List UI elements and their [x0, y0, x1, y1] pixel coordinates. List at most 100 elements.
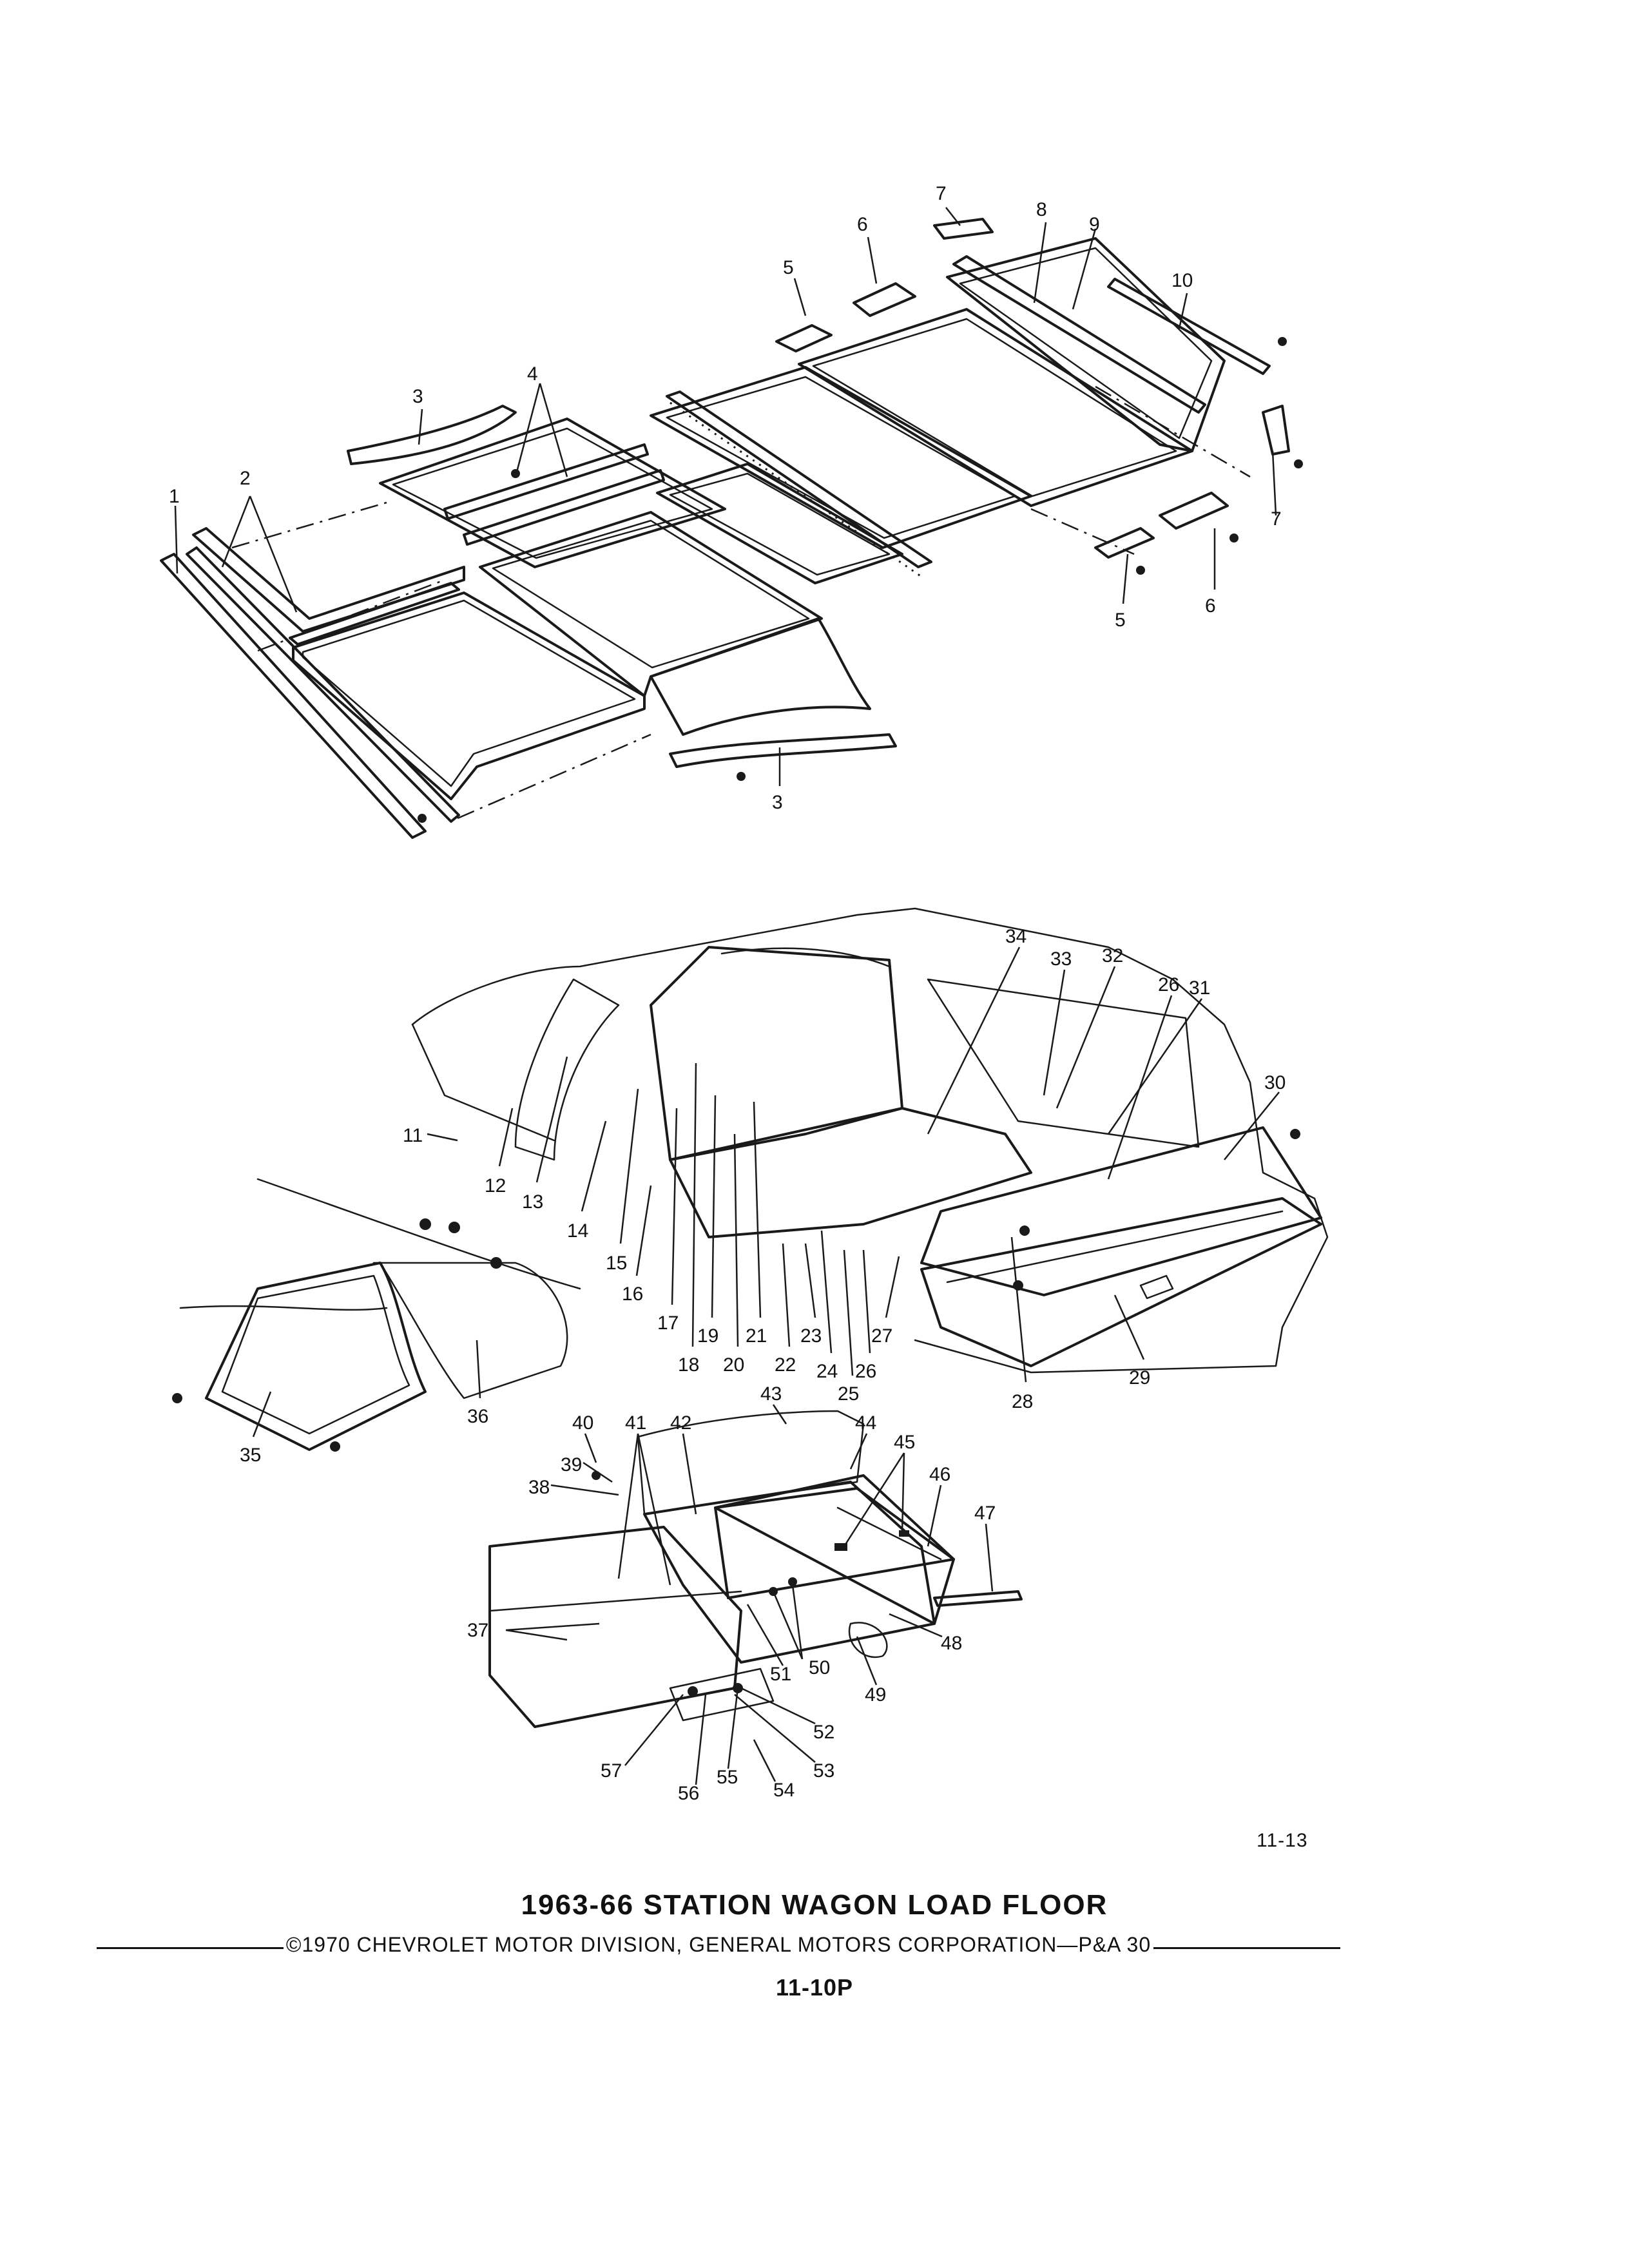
callout-6-upper: 6 — [857, 214, 868, 235]
hinge-bracket-7-lower — [1262, 405, 1290, 456]
third-seat-back-panel — [714, 1474, 955, 1599]
callout-7-upper: 7 — [936, 183, 947, 204]
callout-51: 51 — [770, 1664, 791, 1685]
callout-55: 55 — [717, 1767, 738, 1788]
callout-10: 10 — [1171, 270, 1193, 291]
cross-sill-front — [347, 405, 517, 465]
callout-46: 46 — [929, 1464, 950, 1485]
floor-reinforcement — [443, 443, 649, 520]
forward-floor-panel-mid — [656, 463, 903, 584]
callout-11: 11 — [403, 1125, 423, 1146]
page-title: 1963-66 STATION WAGON LOAD FLOOR — [521, 1889, 1108, 1921]
callout-44: 44 — [855, 1412, 876, 1434]
callout-54: 54 — [773, 1780, 795, 1801]
callout-16: 16 — [622, 1283, 643, 1305]
wheelhouse-panel — [650, 617, 871, 736]
callout-47: 47 — [974, 1503, 996, 1524]
callout-41: 41 — [625, 1412, 646, 1434]
callout-5-lower: 5 — [1115, 610, 1126, 631]
callout-34: 34 — [1005, 926, 1027, 947]
callout-7-lower: 7 — [1271, 508, 1282, 530]
callout-37: 37 — [467, 1620, 488, 1641]
tailgate-floor-panel — [920, 1197, 1322, 1367]
callout-27: 27 — [871, 1325, 892, 1347]
callout-31: 31 — [1189, 977, 1210, 999]
callout-6-lower: 6 — [1205, 595, 1216, 617]
callout-3-lower: 3 — [772, 792, 783, 813]
copyright-text: ©1970 CHEVROLET MOTOR DIVISION, GENERAL … — [285, 1933, 1152, 1956]
scuff-strip-lower — [289, 582, 460, 646]
hinge-bracket-7-upper — [933, 218, 994, 240]
callout-12: 12 — [485, 1175, 506, 1196]
callout-5-upper: 5 — [783, 257, 794, 278]
callout-49: 49 — [865, 1684, 886, 1706]
callout-32: 32 — [1102, 945, 1123, 966]
callout-24: 24 — [816, 1361, 838, 1382]
hinge-bracket-5-lower — [1094, 527, 1155, 559]
tailgate-rail — [1107, 278, 1271, 375]
callout-28: 28 — [1012, 1391, 1033, 1412]
load-floor-exploded-view — [160, 218, 1303, 839]
third-seat-back — [637, 1410, 865, 1515]
quarter-panel-left — [514, 978, 620, 1161]
callout-15: 15 — [606, 1253, 627, 1274]
callout-17: 17 — [657, 1312, 679, 1334]
callout-4: 4 — [527, 363, 538, 385]
frame-rail — [179, 1178, 581, 1311]
sill-plate-outer — [160, 553, 427, 839]
hinge-bracket-5-upper — [775, 324, 833, 352]
callout-21: 21 — [746, 1325, 767, 1347]
seat-latch-rod — [933, 1590, 1023, 1607]
scuff-strip-upper — [192, 527, 465, 633]
tailgate-hinge-rail — [952, 255, 1206, 414]
figure-code: 11-13 — [1257, 1830, 1308, 1851]
rule-right — [1153, 1947, 1340, 1949]
callout-1: 1 — [169, 486, 180, 507]
tailgate-panel — [946, 237, 1226, 452]
callout-48: 48 — [941, 1633, 962, 1654]
page-number: 11-10P — [775, 1974, 854, 2001]
callout-53: 53 — [813, 1760, 834, 1782]
sill-plate-inner — [186, 546, 460, 823]
spare-tire-well — [372, 1262, 568, 1399]
callout-26-upper: 26 — [1158, 974, 1179, 995]
callout-22: 22 — [775, 1354, 796, 1376]
callout-3-upper: 3 — [412, 386, 423, 407]
callout-9: 9 — [1089, 214, 1100, 235]
callout-40: 40 — [572, 1412, 593, 1434]
seat-latch — [848, 1622, 888, 1658]
callout-39: 39 — [561, 1454, 582, 1475]
callout-43: 43 — [760, 1383, 782, 1405]
third-seat-panel-right — [714, 1487, 955, 1625]
callout-leaders — [174, 207, 1280, 1785]
callout-52: 52 — [813, 1722, 834, 1743]
hinge-bracket-6-upper — [853, 282, 916, 317]
copyright-row: ©1970 CHEVROLET MOTOR DIVISION, GENERAL … — [97, 1933, 1340, 1957]
spare-tire-cover — [205, 1262, 427, 1451]
callout-25: 25 — [838, 1383, 859, 1405]
front-floor-panel — [292, 591, 646, 800]
callout-20: 20 — [723, 1354, 744, 1376]
callout-38: 38 — [528, 1477, 550, 1498]
callout-8: 8 — [1036, 199, 1047, 220]
third-seat-panel-center — [643, 1481, 936, 1664]
callout-35: 35 — [240, 1445, 261, 1466]
callout-23: 23 — [800, 1325, 822, 1347]
center-floor-panel — [479, 511, 823, 697]
rear-seat-cushion — [669, 1107, 1032, 1238]
callout-36: 36 — [467, 1406, 488, 1427]
callout-45: 45 — [894, 1432, 915, 1453]
third-seat-cushion-left — [488, 1526, 742, 1728]
body-outline — [411, 907, 1329, 1374]
callout-14: 14 — [567, 1220, 588, 1242]
callout-42: 42 — [670, 1412, 691, 1434]
callout-26-lower: 26 — [855, 1361, 876, 1382]
callout-33: 33 — [1050, 948, 1072, 970]
callout-29: 29 — [1129, 1367, 1150, 1389]
seat-hinge-hardware — [669, 1667, 775, 1722]
callout-57: 57 — [601, 1760, 622, 1782]
rear-seat-back — [650, 946, 903, 1161]
callout-56: 56 — [678, 1783, 699, 1804]
folding-seat-view — [488, 1410, 1023, 1728]
